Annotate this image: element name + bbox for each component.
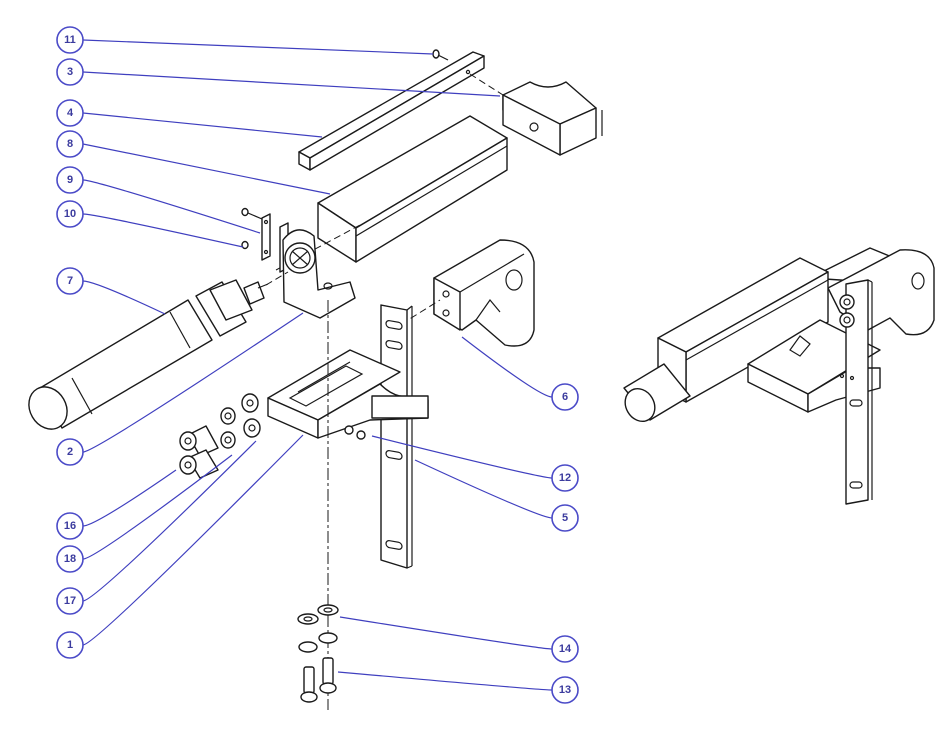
svg-text:12: 12 [559,472,571,484]
balloon-9: 9 [56,166,84,194]
svg-text:1: 1 [67,639,73,651]
balloon-13: 13 [551,676,579,704]
svg-text:9: 9 [67,174,73,186]
balloon-6: 6 [551,383,579,411]
balloon-16: 16 [56,512,84,540]
svg-text:6: 6 [562,391,568,403]
svg-text:13: 13 [559,684,571,696]
balloon-11: 11 [56,26,84,54]
part-vertical-bar [380,304,413,569]
svg-text:11: 11 [64,34,76,46]
hidden-line [469,73,504,96]
balloon-18: 18 [56,545,84,573]
balloon-2: 2 [56,438,84,466]
assembled-view [623,247,935,505]
balloon-5: 5 [551,504,579,532]
svg-text:7: 7 [67,275,73,287]
svg-text:3: 3 [67,66,73,78]
balloon-1: 1 [56,631,84,659]
balloon-3: 3 [56,58,84,86]
balloon-10: 10 [56,200,84,228]
part-set-screws [344,425,366,440]
balloon-14: 14 [551,635,579,663]
part-rail-bar [298,51,485,171]
part-channel-cover [317,115,508,263]
balloon-8: 8 [56,130,84,158]
part-end-block [502,81,603,156]
svg-text:8: 8 [67,138,73,150]
part-pin [432,49,449,61]
svg-text:5: 5 [562,512,568,524]
svg-text:16: 16 [64,520,76,532]
part-link-plates [241,207,289,273]
balloon-12: 12 [551,464,579,492]
balloon-17: 17 [56,587,84,615]
svg-text:18: 18 [64,553,76,565]
svg-text:2: 2 [67,446,73,458]
svg-text:10: 10 [64,208,76,220]
svg-text:14: 14 [559,643,572,655]
svg-text:4: 4 [67,107,74,119]
balloon-7: 7 [56,267,84,295]
part-screws-washers-left [179,393,261,479]
part-base-bracket [267,349,429,439]
part-cylinder [28,271,289,430]
part-bottom-hardware [297,604,339,703]
part-hook-block [433,239,535,347]
svg-text:17: 17 [64,595,76,607]
balloon-4: 4 [56,99,84,127]
part-clevis-bracket [282,229,356,319]
hidden-line [391,299,441,331]
leader-lines [82,39,553,691]
